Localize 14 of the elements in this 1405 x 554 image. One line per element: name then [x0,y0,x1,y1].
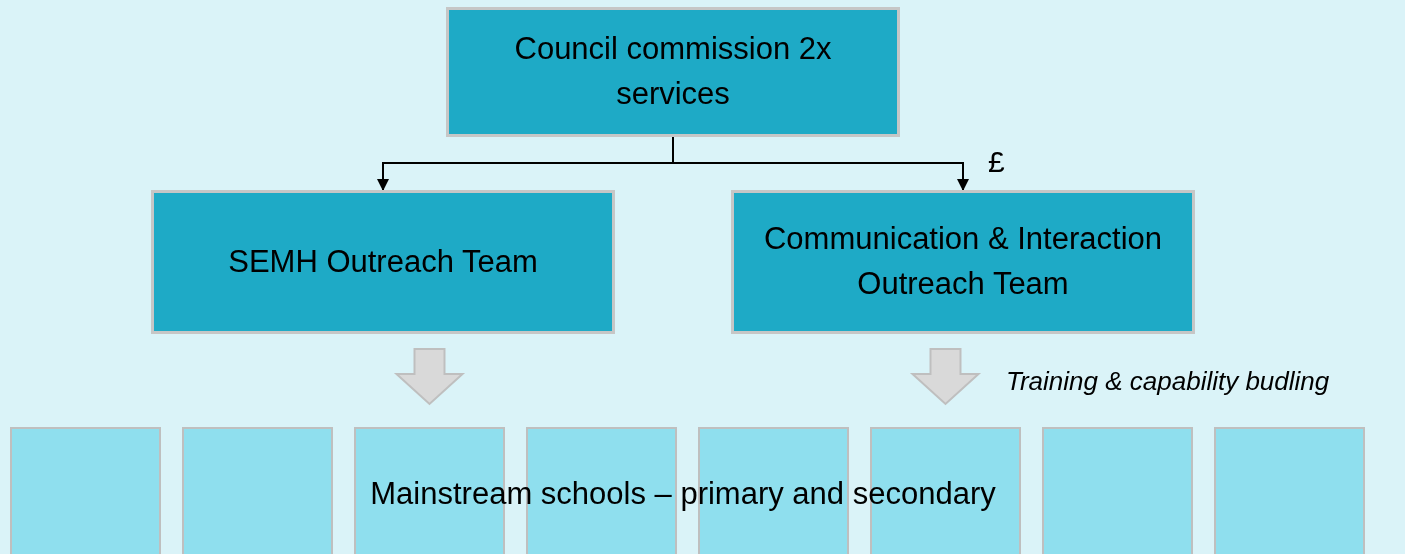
school-box [1214,427,1365,554]
school-box [1042,427,1193,554]
team-box [151,190,615,334]
box-label: SEMH Outreach Team [228,242,538,281]
school-box [10,427,161,554]
box-label: Communication & Interaction Outreach Team [763,220,1163,303]
team-box [446,7,900,137]
team-box [731,190,1195,334]
school-box [182,427,333,554]
caption-text: Mainstream schools – primary and secondary [369,475,997,513]
arrow [672,136,969,191]
box-label: Council commission 2x services [513,30,833,113]
block-arrow [909,348,982,406]
block-arrow [393,348,466,406]
